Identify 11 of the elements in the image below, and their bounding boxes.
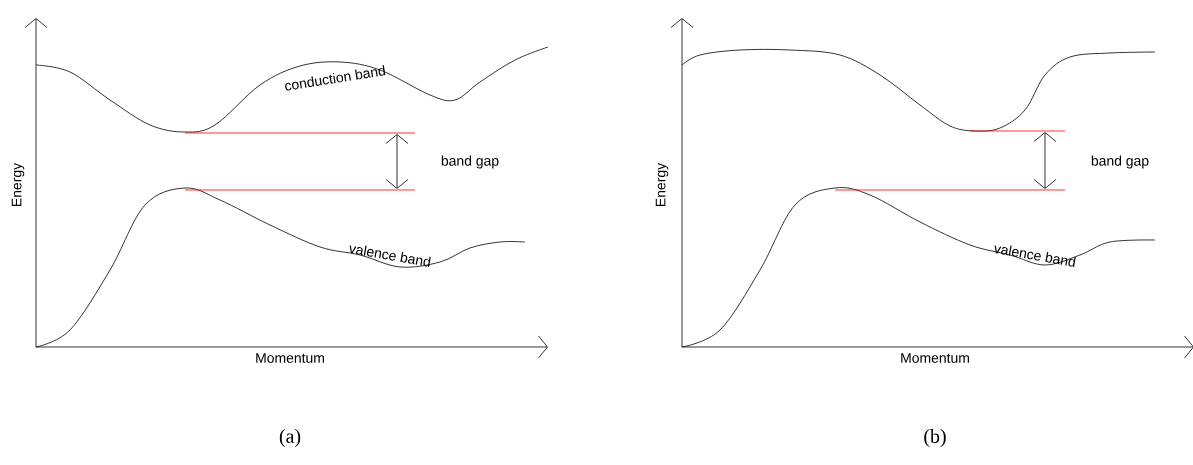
band-label: conduction band [285,65,386,91]
panel-label: (a) [279,428,301,447]
band-label: valence band [349,245,431,267]
axis-label: Energy [655,162,669,206]
band-label: band gap [1091,155,1149,169]
axis-label: Momentum [901,353,969,363]
axis-label: Momentum [256,353,324,363]
axis-label: Energy [11,162,25,206]
band-label: band gap [441,155,499,169]
band-label: valence band [994,245,1076,267]
panel-label: (b) [924,428,946,447]
